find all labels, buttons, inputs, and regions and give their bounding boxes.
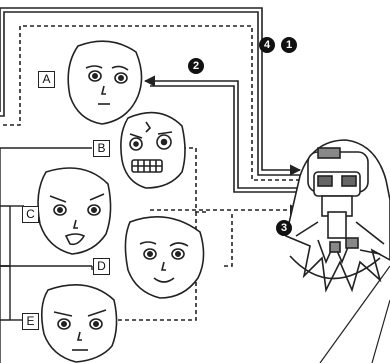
projection-lines: [319, 265, 390, 363]
label-b: B: [93, 140, 110, 157]
face-a-icon: [67, 40, 143, 125]
arrow-path-1: [0, 7, 302, 176]
face-c-icon: [37, 167, 112, 255]
step-badge-2: 2: [188, 58, 204, 74]
step-badge-1: 1: [281, 37, 297, 53]
label-e: E: [22, 313, 39, 330]
arrow-path-2: [143, 75, 300, 193]
arrow-path-4: [0, 25, 300, 181]
selection-tree: [0, 147, 93, 363]
step-badge-3: 3: [276, 220, 292, 236]
face-e-icon: [40, 284, 118, 363]
label-d: D: [93, 258, 110, 275]
face-d-icon: [124, 216, 205, 299]
label-a: A: [38, 71, 55, 88]
label-c: C: [22, 206, 39, 223]
face-b-icon: [120, 111, 186, 189]
step-badge-4: 4: [259, 37, 275, 53]
robot-head-icon: [285, 139, 390, 293]
